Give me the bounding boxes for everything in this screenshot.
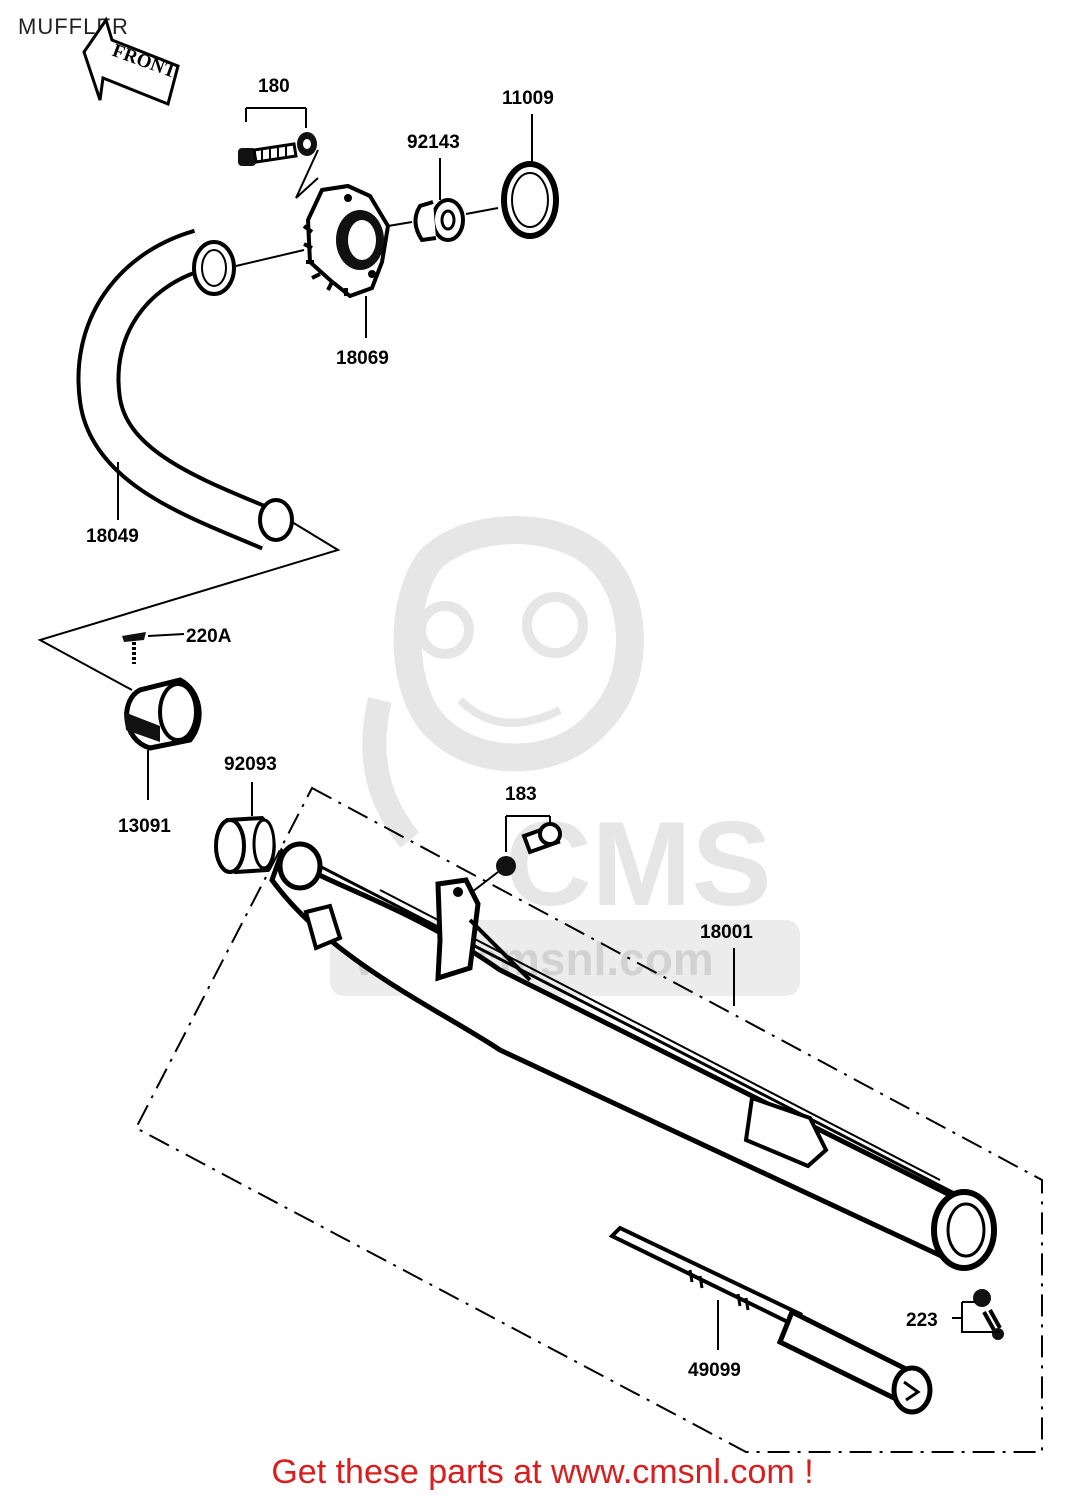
bolt-180-icon bbox=[238, 107, 319, 199]
watermark-cms-text: CMS bbox=[505, 797, 772, 931]
front-arrow-icon: FRONT bbox=[82, 16, 180, 107]
part-number-220a: 220A bbox=[186, 626, 232, 647]
part-number-18001: 18001 bbox=[700, 922, 753, 943]
bolt-183-icon bbox=[471, 815, 562, 893]
gasket-11009-icon bbox=[501, 114, 559, 239]
exhaust-pipe-18049-icon bbox=[76, 228, 305, 551]
part-number-13091: 13091 bbox=[118, 816, 171, 837]
part-number-11009: 11009 bbox=[502, 88, 554, 109]
part-number-18069: 18069 bbox=[336, 348, 389, 369]
part-number-49099: 49099 bbox=[688, 1360, 741, 1381]
part-number-18049: 18049 bbox=[86, 526, 139, 547]
footer-shop-link[interactable]: Get these parts at www.cmsnl.com ! bbox=[271, 1453, 814, 1491]
part-number-183: 183 bbox=[505, 784, 537, 805]
part-number-180: 180 bbox=[258, 76, 290, 97]
part-number-223: 223 bbox=[906, 1310, 938, 1331]
screw-220a-icon bbox=[122, 632, 185, 664]
clamp-13091-icon bbox=[124, 677, 202, 800]
part-number-92143: 92143 bbox=[407, 132, 460, 153]
collar-92143-icon bbox=[387, 158, 499, 243]
exhaust-flange-18069-icon bbox=[302, 183, 391, 338]
part-number-92093: 92093 bbox=[224, 754, 277, 775]
screw-223-icon bbox=[952, 1289, 1004, 1340]
muffler-18001-icon bbox=[134, 786, 1043, 1453]
leader-line bbox=[37, 521, 341, 691]
spacer-92093-icon bbox=[214, 782, 276, 875]
baffle-49099-icon bbox=[608, 1225, 933, 1415]
